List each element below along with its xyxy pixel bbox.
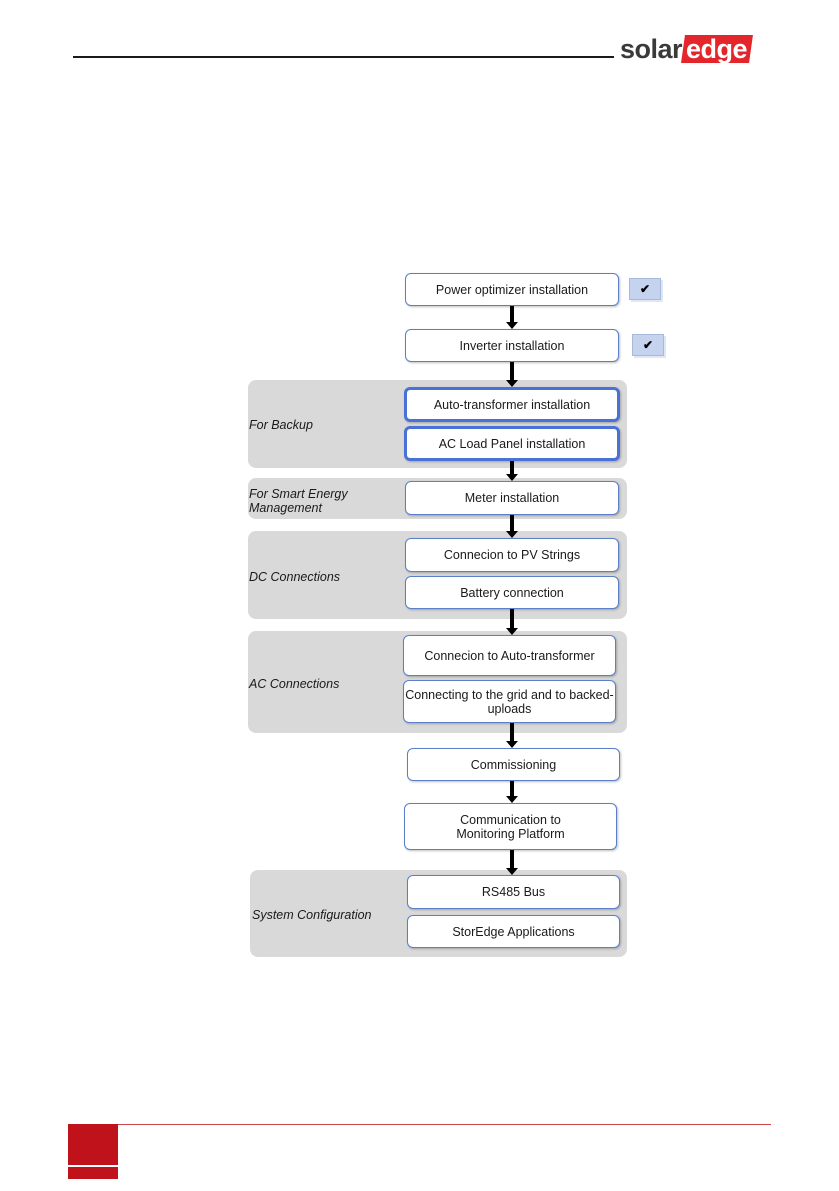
step-rs485-bus: RS485 Bus [407, 875, 620, 909]
step-power-optimizer-label: Power optimizer installation [435, 282, 589, 297]
step-communication-label-1: Communication to [460, 812, 561, 827]
group-label-smart-energy-1: For Smart Energy [249, 487, 348, 501]
step-storedge-applications: StorEdge Applications [407, 915, 620, 948]
step-communication-label-2: Monitoring Platform [456, 826, 565, 841]
step-commissioning-label: Commissioning [470, 757, 557, 772]
step-grid-connection: Connecting to the grid and to backed- up… [403, 680, 616, 723]
step-grid-connection-label-2: uploads [487, 701, 532, 716]
check-icon: ✔ [639, 282, 651, 296]
solaredge-logo: solar edge [620, 34, 754, 64]
step-communication: Communication to Monitoring Platform [404, 803, 617, 850]
step-pv-strings-label: Connecion to PV Strings [443, 548, 581, 562]
step-inverter: Inverter installation [405, 329, 619, 362]
check-mark-power-optimizer: ✔ [629, 278, 661, 300]
footer-brand-block [68, 1124, 118, 1165]
group-label-smart-energy-2: Management [249, 501, 322, 515]
check-icon: ✔ [642, 338, 654, 352]
group-label-dc: DC Connections [249, 570, 341, 584]
step-meter-label: Meter installation [464, 491, 560, 505]
step-pv-strings: Connecion to PV Strings [405, 538, 619, 572]
footer-rule [118, 1124, 771, 1125]
logo-edge-text: edge [686, 34, 748, 64]
step-storedge-applications-label: StorEdge Applications [452, 924, 575, 939]
group-label-backup: For Backup [249, 418, 313, 432]
step-meter: Meter installation [405, 481, 619, 515]
footer-brand-block-base [68, 1167, 118, 1179]
step-commissioning: Commissioning [407, 748, 620, 781]
step-battery-label: Battery connection [460, 585, 564, 600]
group-label-ac: AC Connections [249, 677, 340, 691]
step-grid-connection-label-1: Connecting to the grid and to backed- [405, 687, 614, 702]
step-battery: Battery connection [405, 576, 619, 609]
group-label-system-config: System Configuration [252, 908, 372, 922]
step-rs485-bus-label: RS485 Bus [481, 885, 546, 899]
step-inverter-label: Inverter installation [459, 338, 565, 353]
logo-edge-badge: edge [681, 34, 754, 64]
header-rule [73, 56, 614, 58]
step-auto-transformer-label: Auto-transformer installation [433, 397, 591, 412]
step-power-optimizer: Power optimizer installation [405, 273, 619, 306]
step-auto-transformer-connection-label: Connecion to Auto-transformer [424, 648, 595, 663]
check-mark-inverter: ✔ [632, 334, 664, 356]
step-ac-load-panel: AC Load Panel installation [404, 426, 620, 461]
step-auto-transformer-connection: Connecion to Auto-transformer [403, 635, 616, 676]
step-ac-load-panel-label: AC Load Panel installation [438, 436, 586, 451]
logo-solar-text: solar [620, 34, 683, 64]
step-auto-transformer: Auto-transformer installation [404, 387, 620, 422]
